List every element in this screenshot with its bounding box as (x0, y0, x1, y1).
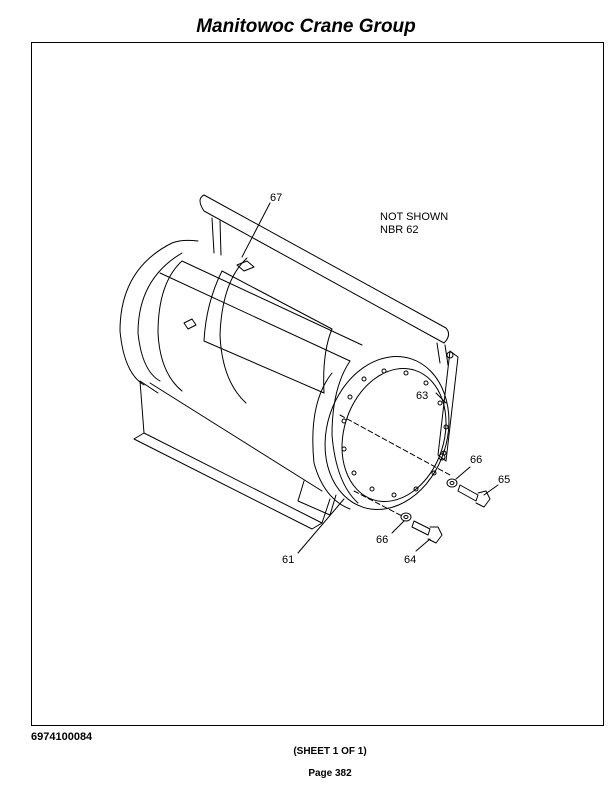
callout-64: 64 (404, 554, 416, 566)
callout-66-lower: 66 (376, 534, 388, 546)
washer-upper (446, 478, 458, 488)
document-title: Manitowoc Crane Group (196, 16, 416, 37)
drum-band-2 (219, 257, 248, 404)
leader-67 (241, 202, 271, 258)
motor-housing-inner (341, 368, 447, 502)
callout-66-upper: 66 (470, 454, 482, 466)
bolt-65 (457, 484, 491, 508)
drum-body-bottom (149, 382, 323, 492)
drum-back-flange (119, 239, 199, 386)
axis-line-upper (339, 414, 451, 476)
callout-65: 65 (498, 474, 510, 486)
link-arm (437, 350, 459, 462)
leader-65 (483, 484, 499, 496)
document-number: 6974100084 (31, 731, 93, 743)
motor-housing-outer (324, 356, 450, 510)
page-number: Page 382 (308, 768, 352, 779)
base-frame (133, 380, 331, 530)
drum-back-rim (137, 252, 183, 382)
note-nbr: NBR 62 (380, 224, 419, 236)
axis-line-lower (353, 490, 405, 518)
callout-63: 63 (416, 390, 428, 402)
parts-drawing: 67 NOT SHOWN NBR 62 63 66 65 66 64 61 (119, 192, 510, 566)
bolt-64 (411, 520, 443, 544)
drum-body-top (159, 260, 363, 362)
leader-63 (435, 392, 447, 404)
drum-slot-top (236, 260, 255, 272)
rail-post-left (211, 217, 222, 256)
base-foot (297, 480, 337, 516)
top-rail (199, 194, 450, 344)
washer-lower (400, 512, 412, 522)
sheet-indicator: (SHEET 1 OF 1) (293, 746, 367, 757)
motor-housing-band (331, 360, 359, 504)
drum-band-1 (157, 260, 183, 392)
rail-post-right (436, 342, 449, 366)
note-not-shown: NOT SHOWN (380, 211, 448, 223)
callout-67: 67 (270, 192, 282, 204)
drum-slot-mid (183, 318, 197, 330)
callout-61: 61 (282, 554, 294, 566)
leader-64 (415, 538, 431, 552)
leader-61 (297, 498, 345, 554)
leader-66b (391, 520, 405, 534)
drum-window (203, 270, 333, 394)
drawing-frame: 67 NOT SHOWN NBR 62 63 66 65 66 64 61 (31, 42, 604, 726)
leader-66a (455, 466, 471, 480)
